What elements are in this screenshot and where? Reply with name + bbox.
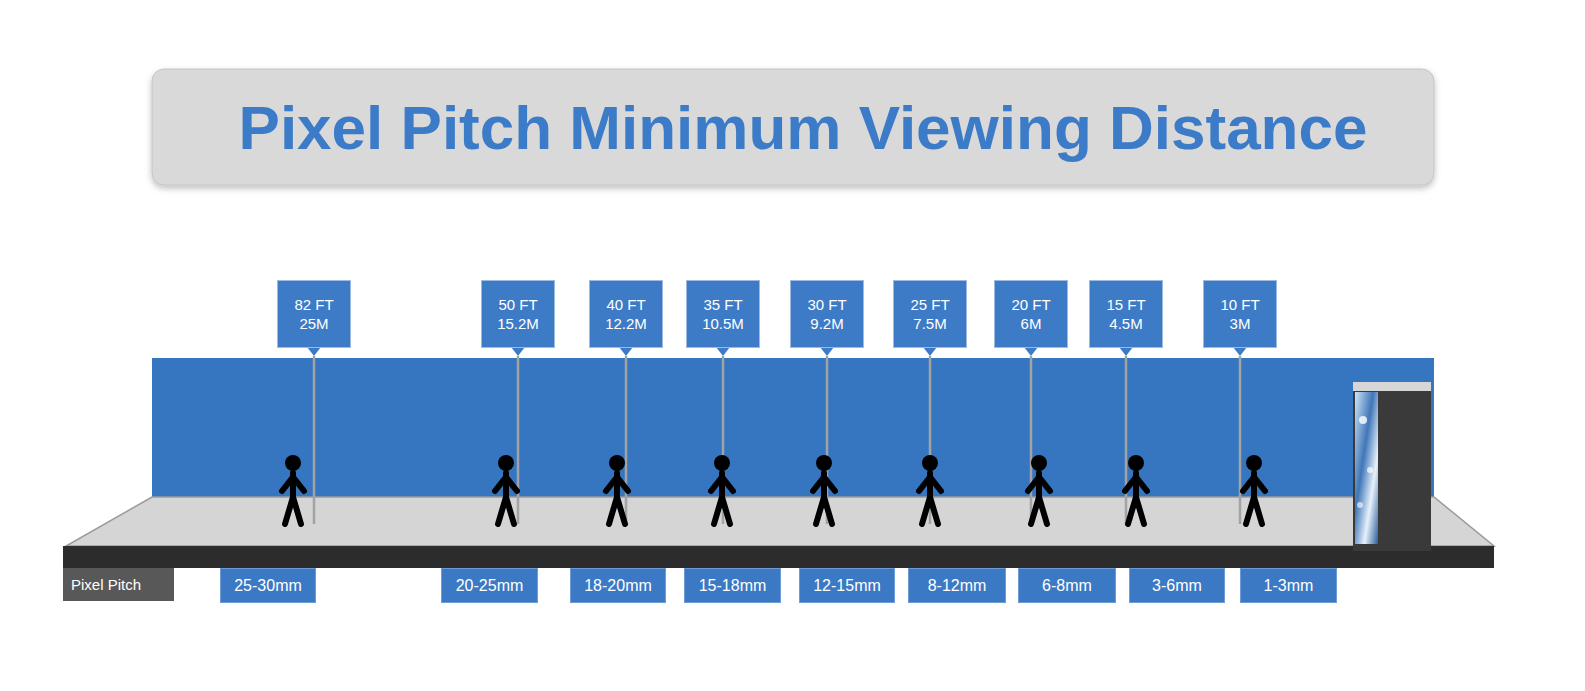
title: Pixel Pitch Minimum Viewing Distance [152,69,1434,185]
pitch-range-box: 15-18mm [684,568,781,603]
distance-callout: 30 FT 9.2M [790,280,864,348]
viewer-figure [1125,455,1147,524]
floor [66,497,1494,546]
distance-label: 20 FT 6M [1004,295,1058,333]
distance-label: 35 FT 10.5M [696,295,750,333]
back-wall [152,358,1434,498]
pitch-range-box: 25-30mm [220,568,316,603]
led-screen [1353,382,1431,551]
pitch-range-box: 20-25mm [441,568,538,603]
pitch-range-label: 12-15mm [813,576,881,596]
distance-callout: 35 FT 10.5M [686,280,760,348]
distance-callout: 50 FT 15.2M [481,280,555,348]
distance-callout: 82 FT 25M [277,280,351,348]
distance-lines [314,356,1240,524]
viewer-figure [495,455,517,524]
pitch-range-label: 18-20mm [584,576,652,596]
viewer-figure [711,455,733,524]
pitch-range-box: 6-8mm [1018,568,1116,603]
pitch-range-label: 25-30mm [234,576,302,596]
pitch-range-label: 20-25mm [456,576,524,596]
distance-label: 40 FT 12.2M [599,295,653,333]
pitch-range-label: 3-6mm [1152,576,1202,596]
viewer-figure [606,455,628,524]
pitch-range-label: 8-12mm [928,576,987,596]
viewer-figure [1028,455,1050,524]
pitch-range-box: 1-3mm [1240,568,1337,603]
distance-label: 25 FT 7.5M [903,295,957,333]
viewers [282,455,1265,524]
distance-callout: 25 FT 7.5M [893,280,967,348]
pitch-range-label: 6-8mm [1042,576,1092,596]
pitch-range-box: 8-12mm [908,568,1006,603]
distance-callout: 40 FT 12.2M [589,280,663,348]
axis-label: Pixel Pitch [71,575,141,594]
pitch-range-box: 3-6mm [1129,568,1225,603]
distance-label: 10 FT 3M [1213,295,1267,333]
title-banner [152,69,1434,185]
distance-label: 50 FT 15.2M [491,295,545,333]
viewer-figure [813,455,835,524]
pitch-range-label: 15-18mm [699,576,767,596]
pitch-range-box: 18-20mm [570,568,666,603]
axis-label-box: Pixel Pitch [63,568,174,601]
viewer-figure [919,455,941,524]
distance-label: 82 FT 25M [287,295,341,333]
distance-callout: 15 FT 4.5M [1089,280,1163,348]
pitch-range-box: 12-15mm [799,568,895,603]
viewer-figure [1243,455,1265,524]
pitch-range-label: 1-3mm [1264,576,1314,596]
distance-callout: 20 FT 6M [994,280,1068,348]
distance-label: 30 FT 9.2M [800,295,854,333]
distance-markers [307,347,1247,356]
floor-edge [63,546,1494,568]
distance-callout: 10 FT 3M [1203,280,1277,348]
viewer-figure [282,455,304,524]
distance-label: 15 FT 4.5M [1099,295,1153,333]
